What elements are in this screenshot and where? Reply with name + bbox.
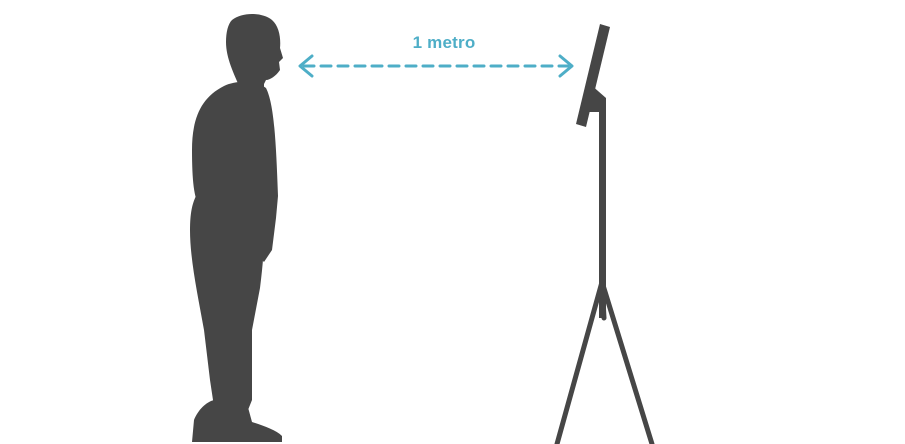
distance-label: 1 metro (384, 33, 504, 53)
double-arrow-icon (300, 56, 572, 76)
kiosk-tablet-stand-icon (557, 24, 652, 444)
tripod-leg-center (602, 282, 604, 318)
tripod-leg-right (602, 282, 652, 444)
person-silhouette-icon (190, 14, 283, 442)
tripod-leg-left (557, 282, 602, 444)
